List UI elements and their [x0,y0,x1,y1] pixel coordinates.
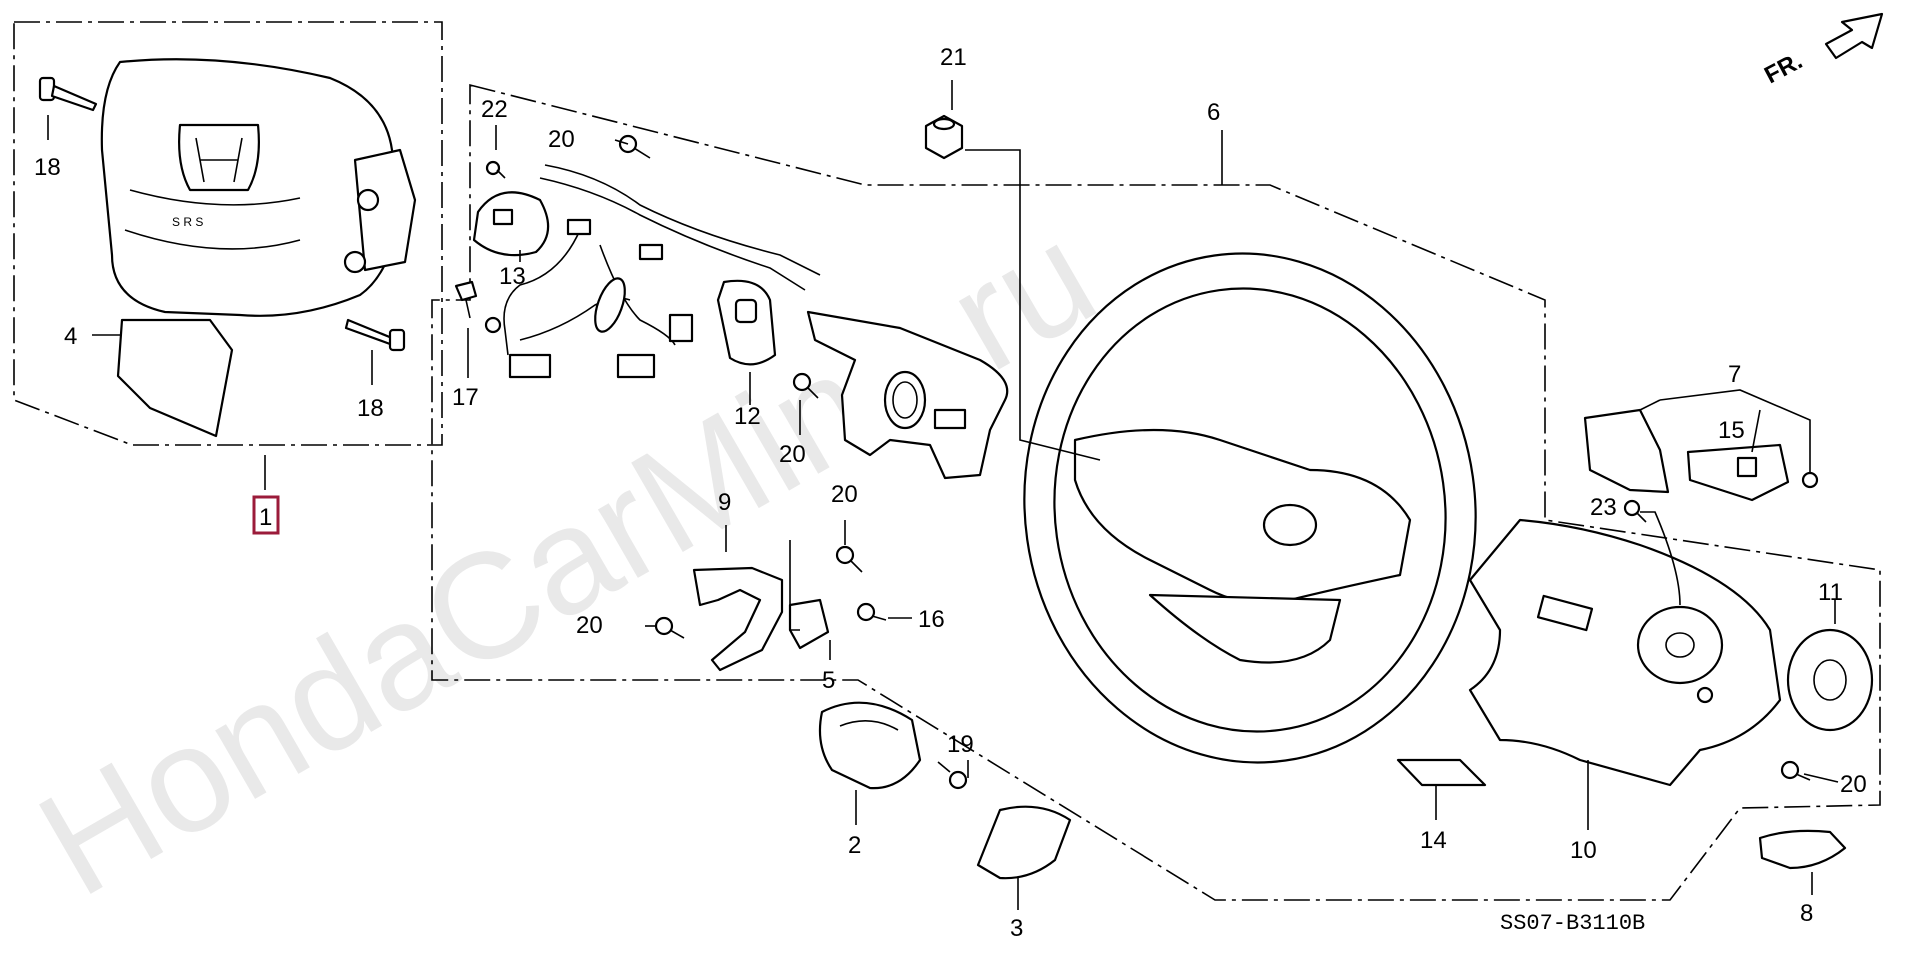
leader-lines [47,80,1839,910]
screw-20-a [792,372,819,399]
screw-17 [454,280,478,319]
screw-20-b [618,134,651,159]
callout-10: 10 [1570,837,1597,864]
lower-cover-10 [1468,518,1782,787]
screw-23 [1623,499,1647,523]
highlight-box-part-1 [252,495,280,535]
screw-16 [856,602,887,622]
callout-20-left: 20 [576,612,603,639]
cover-7-left [1583,408,1670,494]
callout-6: 6 [1207,99,1220,126]
callout-20-top: 20 [548,126,575,153]
callout-20-mid: 20 [779,441,806,468]
callout-20-far-right: 20 [1840,771,1867,798]
steering-wheel-group-outline [431,83,1881,901]
callout-13: 13 [499,263,526,290]
cover-8 [1758,829,1847,870]
sensor-5 [788,598,830,650]
callout-14: 14 [1420,827,1447,854]
diagram-code: SS07-B3110B [1500,911,1645,936]
callout-5: 5 [822,667,835,694]
screw-20-e [1780,760,1811,781]
label-14 [1396,758,1487,787]
nut-21 [924,114,964,160]
front-direction-indicator: FR. [1760,12,1884,89]
cover-3 [976,805,1072,880]
screw-22 [485,160,506,179]
callout-18-upper: 18 [34,154,61,181]
callout-21: 21 [940,44,967,71]
switch-12 [716,279,777,366]
airbag-module: S R S [100,58,417,317]
screw-18-upper [38,76,98,112]
callout-3: 3 [1010,915,1023,942]
screw-20-d [654,616,685,639]
switch-2 [818,701,922,790]
nut-7 [1801,471,1819,489]
callout-15: 15 [1718,417,1745,444]
callout-19: 19 [947,731,974,758]
callout-20-right: 20 [831,481,858,508]
callout-labels: 18 4 18 1 22 20 13 17 12 20 21 6 9 20 20… [34,44,1867,942]
screw-18-lower [344,318,406,352]
part-4-label-plate [116,318,234,438]
callout-23: 23 [1590,494,1617,521]
steering-wheel [1023,252,1477,764]
callout-22: 22 [481,96,508,123]
callout-8: 8 [1800,900,1813,927]
callout-7: 7 [1728,361,1741,388]
cable-reel-bracket [806,310,1009,480]
screw-19 [937,761,968,790]
screw-20-c [835,545,863,573]
airbag-assembly-group-outline [13,21,443,446]
callout-18-lower: 18 [357,395,384,422]
callout-11: 11 [1818,579,1843,606]
callout-9: 9 [718,489,731,516]
callout-17: 17 [452,384,479,411]
fr-label: FR. [1760,47,1807,89]
callout-1: 1 [259,504,272,531]
cover-15 [1686,443,1790,502]
horn-plate-11 [1786,628,1874,732]
honda-logo [178,123,260,192]
wire-harness [484,164,821,379]
bracket-9 [692,566,784,672]
switch-13 [472,191,550,257]
callout-16: 16 [918,606,945,633]
callout-4: 4 [64,323,77,350]
callout-2: 2 [848,832,861,859]
callout-12: 12 [734,403,761,430]
srs-marking: S R S [172,215,203,229]
